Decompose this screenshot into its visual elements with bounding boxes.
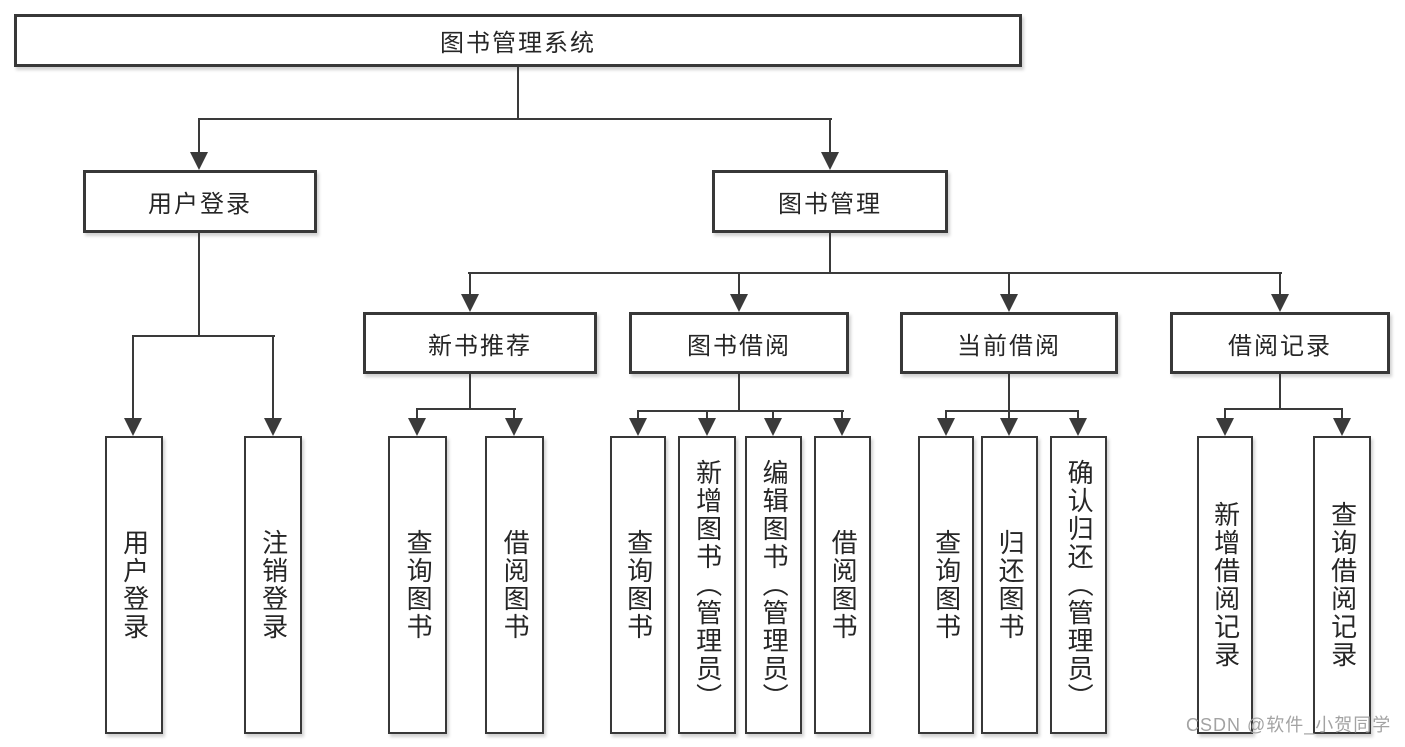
connector-drop-records (1279, 272, 1281, 294)
leaf-bor-edit-books-admin-label: 编辑图书（管理员） (759, 459, 790, 711)
connector-drop-borrowing (738, 272, 740, 294)
connector-drop-bor-borrow (841, 410, 843, 418)
connector-userlogin-hbar (132, 335, 275, 337)
leaf-recd-add-record: 新增借阅记录 (1197, 436, 1253, 734)
connector-drop-rec-query (416, 408, 418, 418)
connector-bookmgmt-hbar (468, 272, 1282, 274)
connector-current-hbar (945, 410, 1079, 412)
arrowhead-recommend (461, 294, 479, 312)
arrowhead-bor-query (629, 418, 647, 436)
connector-drop-rec-borrow (513, 408, 515, 418)
connector-drop-recommend (469, 272, 471, 294)
arrowhead-cur-confirm (1069, 418, 1087, 436)
connector-drop-login-user (132, 335, 134, 418)
node-user-login: 用户登录 (83, 170, 317, 233)
leaf-bor-add-books-admin: 新增图书（管理员） (678, 436, 736, 734)
connector-drop-bor-add (706, 410, 708, 418)
connector-recommend-stem (469, 374, 471, 408)
connector-borrowing-stem (738, 374, 740, 410)
leaf-recd-query-record: 查询借阅记录 (1313, 436, 1371, 734)
arrowhead-rec-borrow (505, 418, 523, 436)
arrowhead-current (1000, 294, 1018, 312)
connector-current-stem (1008, 374, 1010, 410)
arrowhead-recd-query (1333, 418, 1351, 436)
leaf-cur-query-books: 查询图书 (918, 436, 974, 734)
connector-root-stem (517, 67, 519, 118)
arrowhead-bor-borrow (833, 418, 851, 436)
connector-drop-bor-edit (772, 410, 774, 418)
connector-drop-user-login (198, 118, 200, 152)
leaf-cur-return-books-label: 归还图书 (995, 529, 1026, 641)
leaf-recd-add-record-label: 新增借阅记录 (1210, 501, 1241, 669)
connector-drop-current (1008, 272, 1010, 294)
connector-bookmgmt-stem (829, 233, 831, 272)
node-book-management: 图书管理 (712, 170, 948, 233)
connector-records-hbar (1224, 408, 1343, 410)
connector-drop-cur-query (945, 410, 947, 418)
connector-root-hbar (198, 118, 832, 120)
arrowhead-cur-query (937, 418, 955, 436)
connector-drop-bor-query (637, 410, 639, 418)
connector-drop-cur-confirm (1077, 410, 1079, 418)
arrowhead-bor-edit (764, 418, 782, 436)
leaf-bor-query-books: 查询图书 (610, 436, 666, 734)
connector-drop-book-mgmt (829, 118, 831, 152)
csdn-watermark: CSDN @软件_小贺同学 (1186, 715, 1392, 735)
leaf-bor-add-books-admin-label: 新增图书（管理员） (692, 459, 723, 711)
connector-records-stem (1279, 374, 1281, 408)
leaf-user-login-label: 用户登录 (119, 529, 150, 641)
leaf-bor-borrow-books: 借阅图书 (814, 436, 871, 734)
arrowhead-bor-add (698, 418, 716, 436)
connector-userlogin-stem (198, 233, 200, 335)
connector-drop-logout (272, 335, 274, 418)
leaf-bor-query-books-label: 查询图书 (623, 529, 654, 641)
leaf-recd-query-record-label: 查询借阅记录 (1327, 501, 1358, 669)
connector-drop-cur-return (1008, 410, 1010, 418)
arrowhead-rec-query (408, 418, 426, 436)
arrowhead-logout (264, 418, 282, 436)
leaf-user-login: 用户登录 (105, 436, 163, 734)
leaf-rec-borrow-books-label: 借阅图书 (500, 529, 531, 641)
connector-recommend-hbar (416, 408, 516, 410)
leaf-rec-borrow-books: 借阅图书 (485, 436, 544, 734)
node-new-book-recommend: 新书推荐 (363, 312, 597, 374)
leaf-rec-query-books-label: 查询图书 (403, 529, 434, 641)
connector-drop-recd-add (1224, 408, 1226, 418)
arrowhead-user-login (190, 152, 208, 170)
arrowhead-borrowing (730, 294, 748, 312)
node-book-borrowing: 图书借阅 (629, 312, 849, 374)
node-borrow-records: 借阅记录 (1170, 312, 1390, 374)
leaf-cur-query-books-label: 查询图书 (931, 529, 962, 641)
leaf-bor-edit-books-admin: 编辑图书（管理员） (745, 436, 802, 734)
leaf-logout-label: 注销登录 (258, 529, 289, 641)
connector-drop-recd-query (1341, 408, 1343, 418)
node-current-borrowing: 当前借阅 (900, 312, 1118, 374)
leaf-logout: 注销登录 (244, 436, 302, 734)
arrowhead-login-user (124, 418, 142, 436)
leaf-cur-confirm-return-admin: 确认归还（管理员） (1050, 436, 1107, 734)
connector-borrowing-hbar (637, 410, 844, 412)
leaf-bor-borrow-books-label: 借阅图书 (828, 529, 859, 641)
node-root-library-management-system: 图书管理系统 (14, 14, 1022, 67)
leaf-cur-confirm-return-admin-label: 确认归还（管理员） (1064, 459, 1095, 711)
leaf-rec-query-books: 查询图书 (388, 436, 447, 734)
leaf-cur-return-books: 归还图书 (981, 436, 1038, 734)
arrowhead-cur-return (1000, 418, 1018, 436)
arrowhead-recd-add (1216, 418, 1234, 436)
arrowhead-book-mgmt (821, 152, 839, 170)
arrowhead-records (1271, 294, 1289, 312)
